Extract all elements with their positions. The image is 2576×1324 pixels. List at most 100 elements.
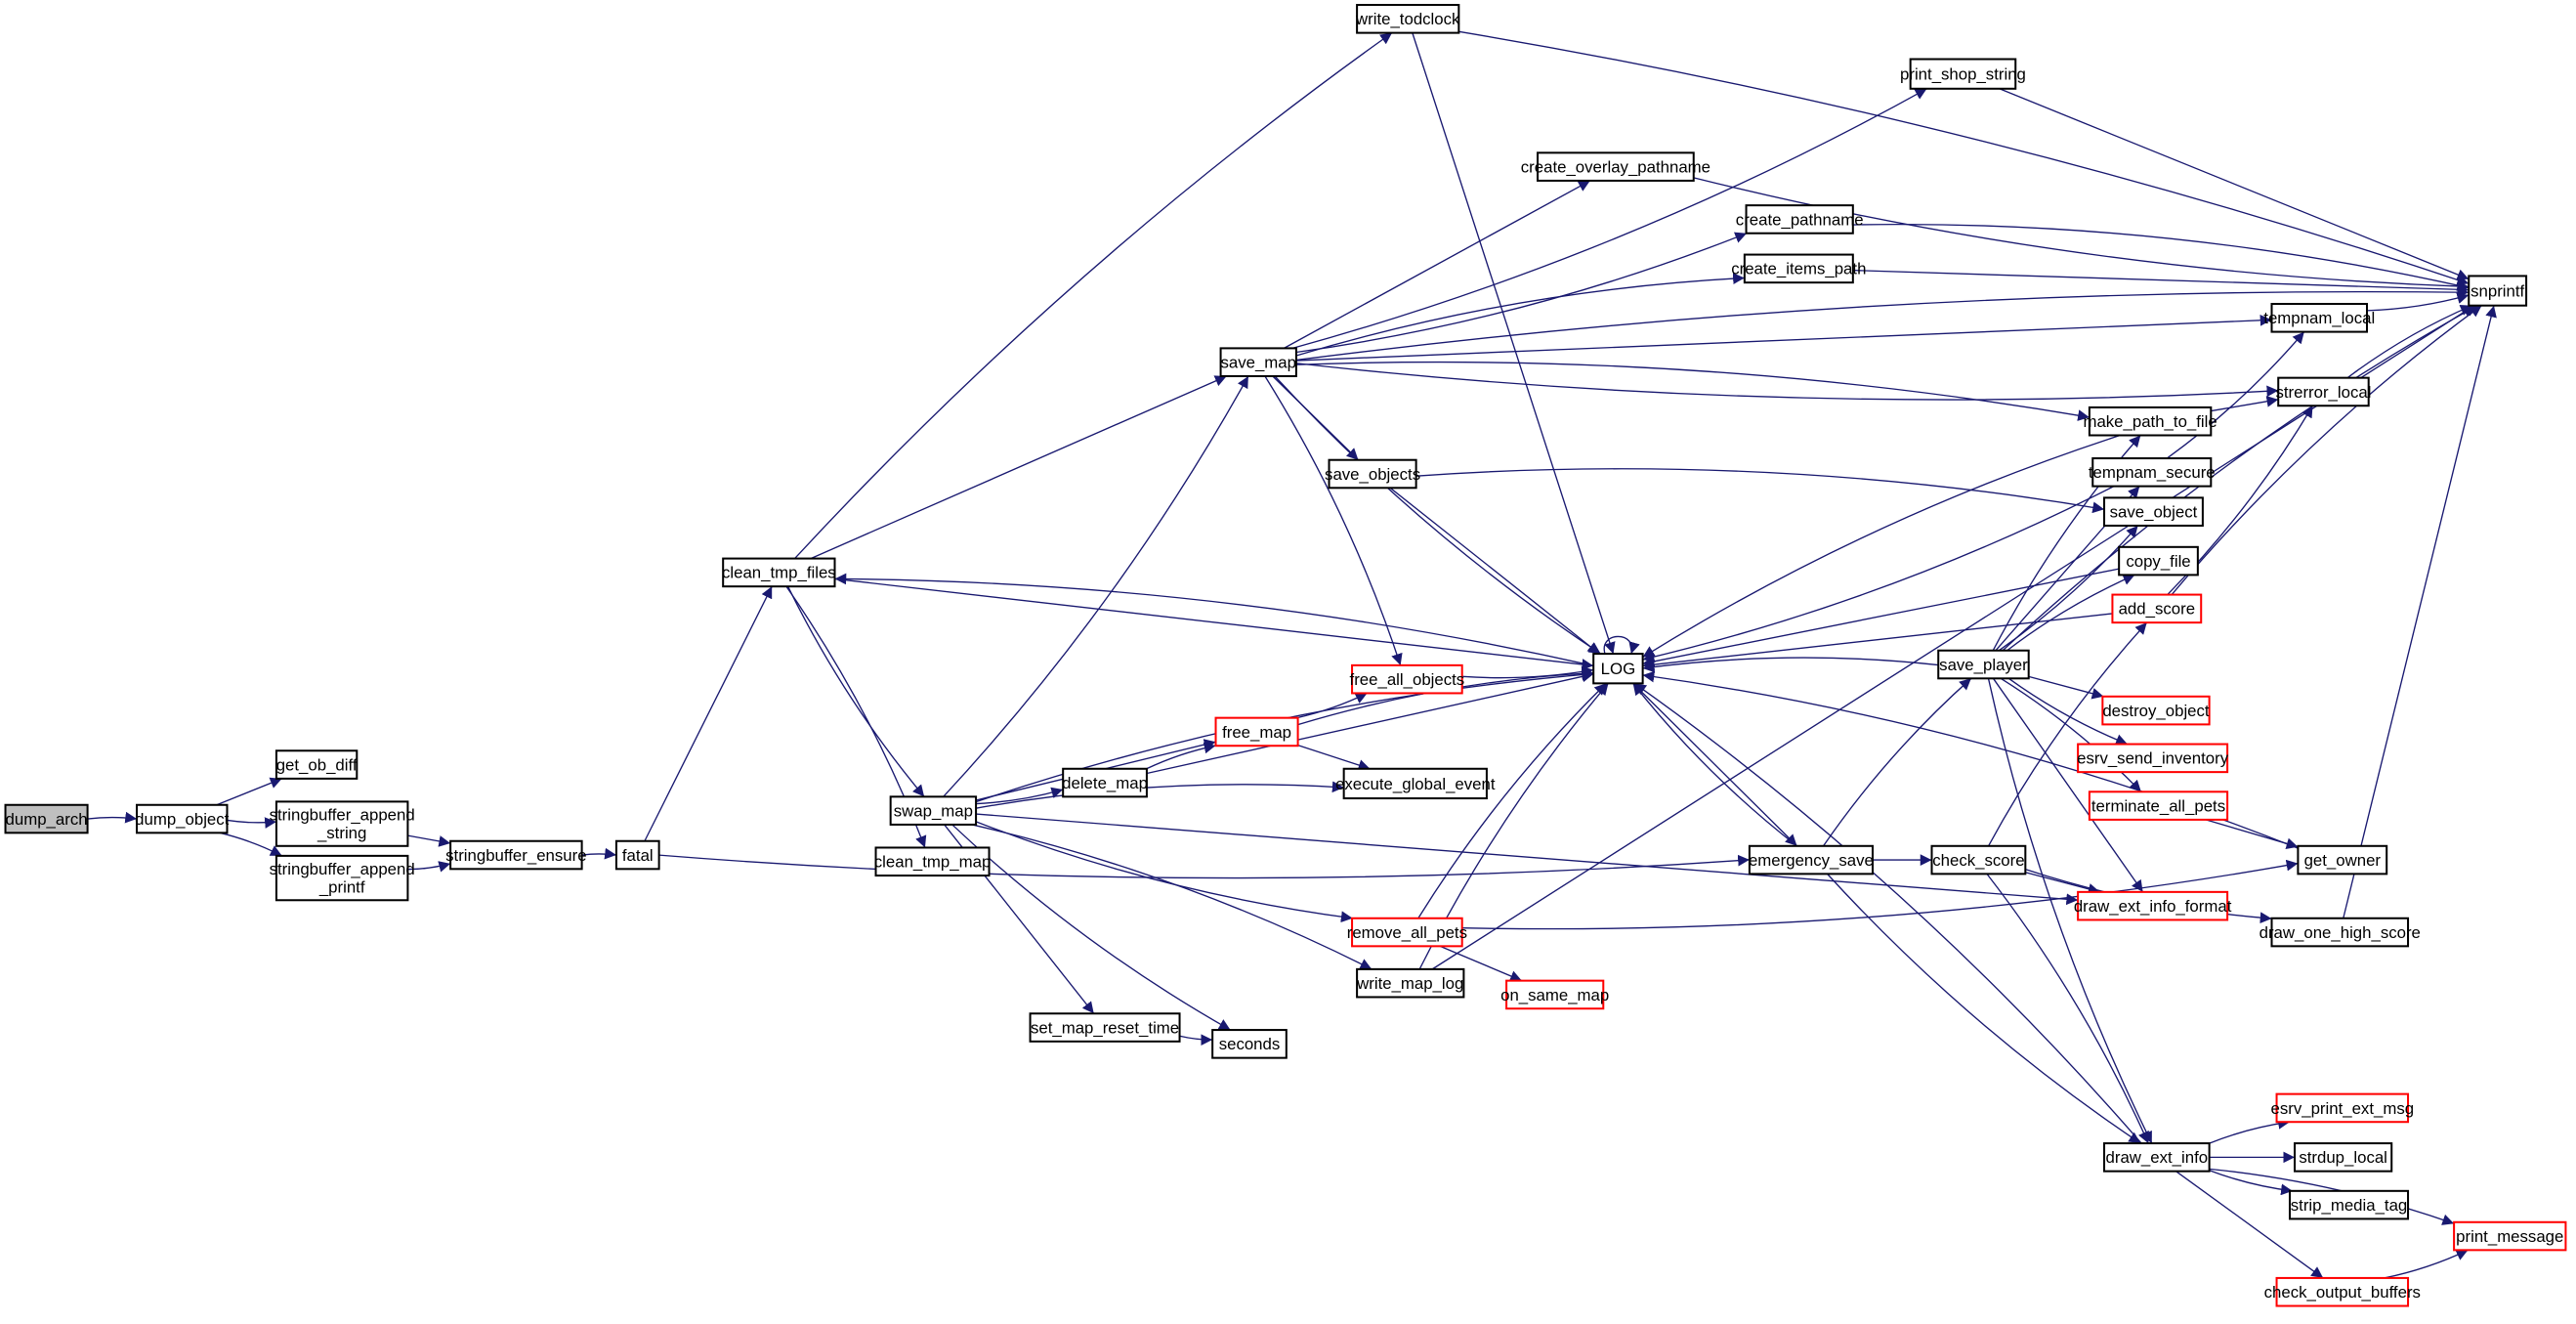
- node-esrv_send_inventory[interactable]: esrv_send_inventory: [2077, 743, 2229, 774]
- node-box: [889, 795, 978, 826]
- edge-check_output_buffers-to-print_message: [2384, 1249, 2469, 1279]
- node-remove_all_pets[interactable]: remove_all_pets: [1347, 917, 1467, 948]
- node-free_all_objects[interactable]: free_all_objects: [1350, 663, 1465, 695]
- node-seconds[interactable]: seconds: [1211, 1029, 1288, 1059]
- node-label: set_map_reset_time: [1031, 1018, 1179, 1037]
- edge-tempnam_secure-to-tempnam_local: [2166, 331, 2305, 459]
- node-save_object[interactable]: save_object: [2103, 496, 2204, 527]
- edge-clean_tmp_files-to-write_todclock: [794, 32, 1393, 560]
- edge-draw_ext_info-to-strip_media_tag: [2209, 1170, 2293, 1196]
- node-esrv_print_ext_msg[interactable]: esrv_print_ext_msg: [2271, 1092, 2415, 1124]
- node-sb_ensure[interactable]: stringbuffer_ensure: [445, 839, 587, 871]
- node-label: _printf: [318, 878, 365, 897]
- node-box: [1748, 844, 1874, 876]
- node-create_overlay_pathname[interactable]: create_overlay_pathname: [1521, 151, 1710, 182]
- node-box: [2077, 743, 2229, 774]
- node-draw_ext_info[interactable]: draw_ext_info: [2103, 1142, 2211, 1173]
- node-save_map[interactable]: save_map: [1219, 347, 1297, 377]
- edge-tempnam_secure-to-LOG: [1642, 486, 2115, 662]
- node-box: [136, 803, 229, 834]
- edge-delete_map-to-free_map: [1146, 742, 1216, 770]
- node-save_player[interactable]: save_player: [1937, 649, 2030, 680]
- edge-emergency_save-to-LOG: [1632, 682, 1797, 847]
- node-box: [1328, 458, 1417, 490]
- node-box: [1505, 979, 1605, 1010]
- edge-copy_file-to-LOG: [1642, 568, 2120, 667]
- node-label: print_message: [2456, 1227, 2563, 1246]
- node-tempnam_secure[interactable]: tempnam_secure: [2089, 457, 2216, 488]
- node-label: strerror_local: [2275, 383, 2371, 402]
- node-print_shop_string[interactable]: print_shop_string: [1900, 58, 2026, 90]
- node-write_todclock[interactable]: write_todclock: [1355, 4, 1460, 34]
- node-strdup_local[interactable]: strdup_local: [2294, 1142, 2393, 1173]
- edge-add_score-to-snprintf: [2171, 305, 2482, 596]
- edge-draw_ext_info-to-LOG: [1633, 682, 2142, 1144]
- edge-draw_ext_info-to-esrv_print_ext_msg: [2209, 1118, 2291, 1144]
- node-check_output_buffers[interactable]: check_output_buffers: [2264, 1276, 2421, 1307]
- node-add_score[interactable]: add_score: [2111, 593, 2203, 624]
- node-sb_append_string[interactable]: stringbuffer_append_string: [270, 800, 415, 847]
- node-box: [2118, 545, 2199, 577]
- node-box: [1937, 649, 2030, 680]
- edge-save_player-to-terminate_all_pets: [2000, 677, 2142, 792]
- node-swap_map[interactable]: swap_map: [889, 795, 978, 826]
- edge-save_map-to-snprintf: [1295, 286, 2470, 362]
- node-box: [2111, 593, 2203, 624]
- node-label: draw_ext_info: [2106, 1148, 2209, 1167]
- edges: [87, 30, 2497, 1279]
- node-write_map_log[interactable]: write_map_log: [1356, 967, 1465, 999]
- node-label: strdup_local: [2299, 1148, 2387, 1167]
- node-dump_arch[interactable]: dump_arch: [4, 803, 89, 834]
- node-snprintf[interactable]: snprintf: [2468, 275, 2528, 307]
- edge-dump_object-to-get_ob_diff: [216, 777, 282, 806]
- edge-save_player-to-esrv_send_inventory: [2007, 677, 2129, 746]
- edge-swap_map-to-draw_ext_info_format: [976, 813, 2079, 906]
- node-make_path_to_file[interactable]: make_path_to_file: [2083, 406, 2217, 437]
- node-fatal[interactable]: fatal: [614, 839, 660, 871]
- node-destroy_object[interactable]: destroy_object: [2101, 695, 2211, 726]
- node-get_ob_diff[interactable]: get_ob_diff: [274, 749, 359, 780]
- node-label: stringbuffer_append: [270, 806, 415, 825]
- node-terminate_all_pets[interactable]: terminate_all_pets: [2088, 790, 2229, 821]
- node-create_items_path[interactable]: create_items_path: [1731, 253, 1866, 284]
- node-label: strip_media_tag: [2291, 1196, 2408, 1215]
- node-copy_file[interactable]: copy_file: [2118, 545, 2199, 577]
- node-set_map_reset_time[interactable]: set_map_reset_time: [1029, 1012, 1181, 1043]
- edge-clean_tmp_files-to-save_map: [810, 375, 1227, 560]
- node-box: [1029, 1012, 1181, 1043]
- node-save_objects[interactable]: save_objects: [1325, 458, 1420, 490]
- node-execute_global_event[interactable]: execute_global_event: [1335, 767, 1496, 800]
- node-box: [1356, 967, 1465, 999]
- node-box: [2101, 695, 2211, 726]
- node-get_owner[interactable]: get_owner: [2297, 844, 2388, 876]
- node-dump_object[interactable]: dump_object: [135, 803, 230, 834]
- node-check_score[interactable]: check_score: [1930, 844, 2027, 876]
- edge-LOG-to-emergency_save: [1632, 682, 1798, 847]
- node-strerror_local[interactable]: strerror_local: [2275, 376, 2371, 407]
- node-clean_tmp_files[interactable]: clean_tmp_files: [722, 557, 836, 588]
- node-box: [1211, 1029, 1288, 1059]
- node-draw_one_high_score[interactable]: draw_one_high_score: [2259, 917, 2421, 948]
- node-label: free_all_objects: [1350, 670, 1465, 689]
- node-free_map[interactable]: free_map: [1214, 716, 1299, 747]
- node-box: [2103, 496, 2204, 527]
- node-sb_append_printf[interactable]: stringbuffer_append_printf: [270, 854, 415, 902]
- node-on_same_map[interactable]: on_same_map: [1500, 979, 1609, 1010]
- node-create_pathname[interactable]: create_pathname: [1736, 204, 1864, 235]
- node-draw_ext_info_format[interactable]: draw_ext_info_format: [2074, 890, 2232, 921]
- node-emergency_save[interactable]: emergency_save: [1748, 844, 1874, 876]
- edge-free_map-to-free_all_objects: [1296, 692, 1368, 719]
- edge-save_map-to-print_shop_string: [1291, 88, 1927, 350]
- nodes: dump_arch dump_object get_ob_diff stringbuf…: [4, 4, 2567, 1307]
- node-LOG[interactable]: LOG: [1592, 653, 1644, 685]
- edge-save_player-to-destroy_object: [2028, 675, 2104, 700]
- node-box: [449, 839, 583, 871]
- node-clean_tmp_map[interactable]: clean_tmp_map: [874, 846, 992, 877]
- node-box: [2453, 1220, 2567, 1252]
- edge-dump_object-to-sb_append_string: [227, 817, 276, 829]
- node-strip_media_tag[interactable]: strip_media_tag: [2288, 1189, 2410, 1220]
- node-delete_map[interactable]: delete_map: [1062, 767, 1148, 798]
- node-tempnam_local[interactable]: tempnam_local: [2263, 303, 2375, 333]
- node-print_message[interactable]: print_message: [2453, 1220, 2567, 1252]
